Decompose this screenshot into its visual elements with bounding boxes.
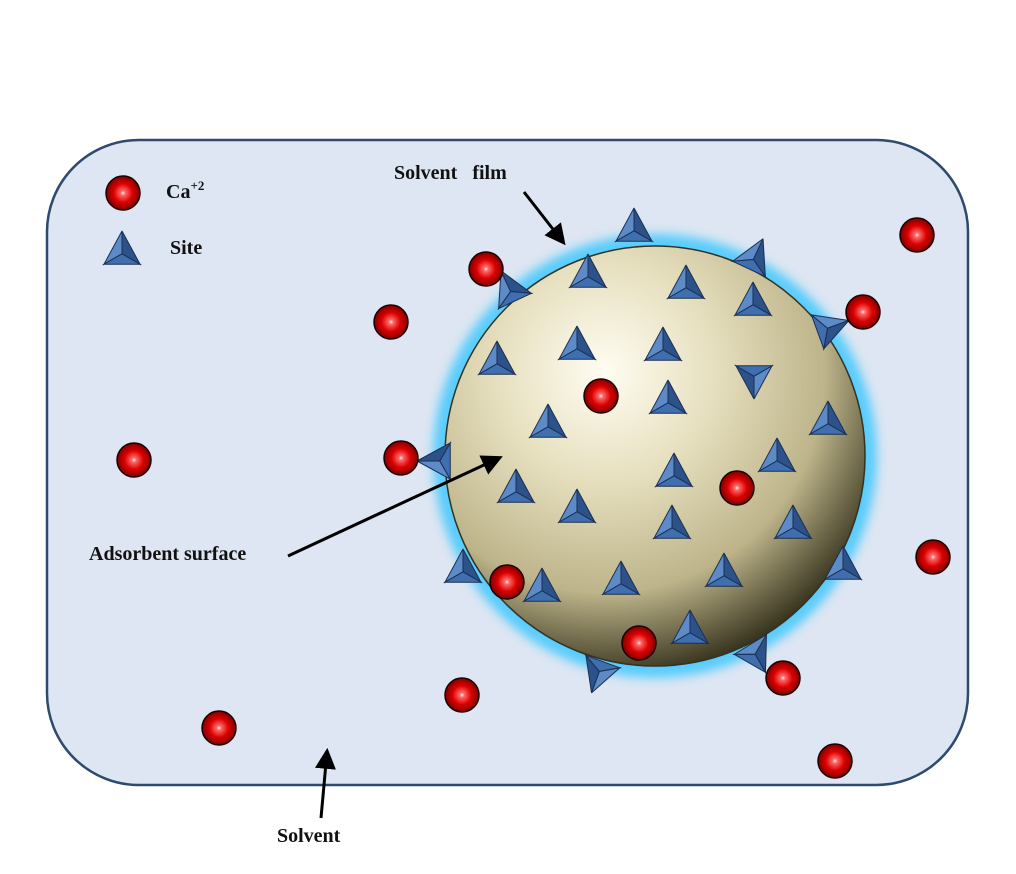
site-marker — [809, 313, 850, 351]
legend-ion-text: Ca — [166, 181, 191, 203]
ion-marker — [116, 442, 152, 478]
ion-marker — [583, 378, 619, 414]
ion-marker — [621, 625, 657, 661]
ion-marker — [468, 251, 504, 287]
site-marker — [734, 364, 774, 400]
legend-ion-icon — [105, 175, 141, 211]
ion-marker — [899, 217, 935, 253]
site-marker — [416, 441, 452, 481]
solvent-film-arrow — [522, 191, 566, 246]
ion-marker — [765, 660, 801, 696]
site-marker — [528, 403, 568, 439]
ion-marker — [489, 564, 525, 600]
ion-marker — [817, 743, 853, 779]
site-marker — [730, 238, 767, 279]
site-marker — [733, 281, 773, 317]
site-marker — [557, 488, 597, 524]
solvent-label: Solvent — [277, 825, 341, 847]
ion-marker — [373, 304, 409, 340]
solvent-arrow — [315, 747, 336, 819]
site-marker — [670, 609, 710, 645]
ion-marker — [383, 440, 419, 476]
site-marker — [654, 452, 694, 488]
site-marker — [477, 340, 517, 376]
site-marker — [522, 567, 562, 603]
legend-ion-label: Ca+2 — [166, 179, 204, 203]
site-marker — [808, 400, 848, 436]
adsorbent-sphere — [444, 245, 866, 667]
ion-marker — [444, 677, 480, 713]
site-marker — [601, 560, 641, 596]
site-marker — [666, 264, 706, 300]
ion-marker — [915, 539, 951, 575]
ion-marker — [719, 470, 755, 506]
site-marker — [704, 552, 744, 588]
site-marker — [773, 504, 813, 540]
site-marker — [614, 207, 654, 243]
site-marker — [643, 326, 683, 362]
site-marker — [584, 653, 622, 694]
adsorbent-surface-label: Adsorbent surface — [89, 543, 247, 565]
site-marker — [568, 253, 608, 289]
site-marker — [496, 468, 536, 504]
solvent-film-label: Solvent film — [394, 162, 507, 184]
site-marker — [557, 325, 597, 361]
site-marker — [823, 545, 863, 581]
legend-site-label: Site — [170, 237, 203, 259]
site-marker — [757, 437, 797, 473]
site-marker — [648, 379, 688, 415]
legend-site-icon — [102, 230, 142, 266]
ion-marker — [845, 294, 881, 330]
legend-ion-charge: +2 — [190, 178, 205, 193]
site-marker — [732, 634, 767, 675]
site-markers — [102, 207, 863, 694]
adsorbent-surface-arrow — [287, 455, 503, 558]
ion-markers — [105, 175, 951, 779]
site-marker — [497, 270, 534, 311]
site-marker — [652, 504, 692, 540]
site-marker — [443, 548, 483, 584]
ion-marker — [201, 710, 237, 746]
